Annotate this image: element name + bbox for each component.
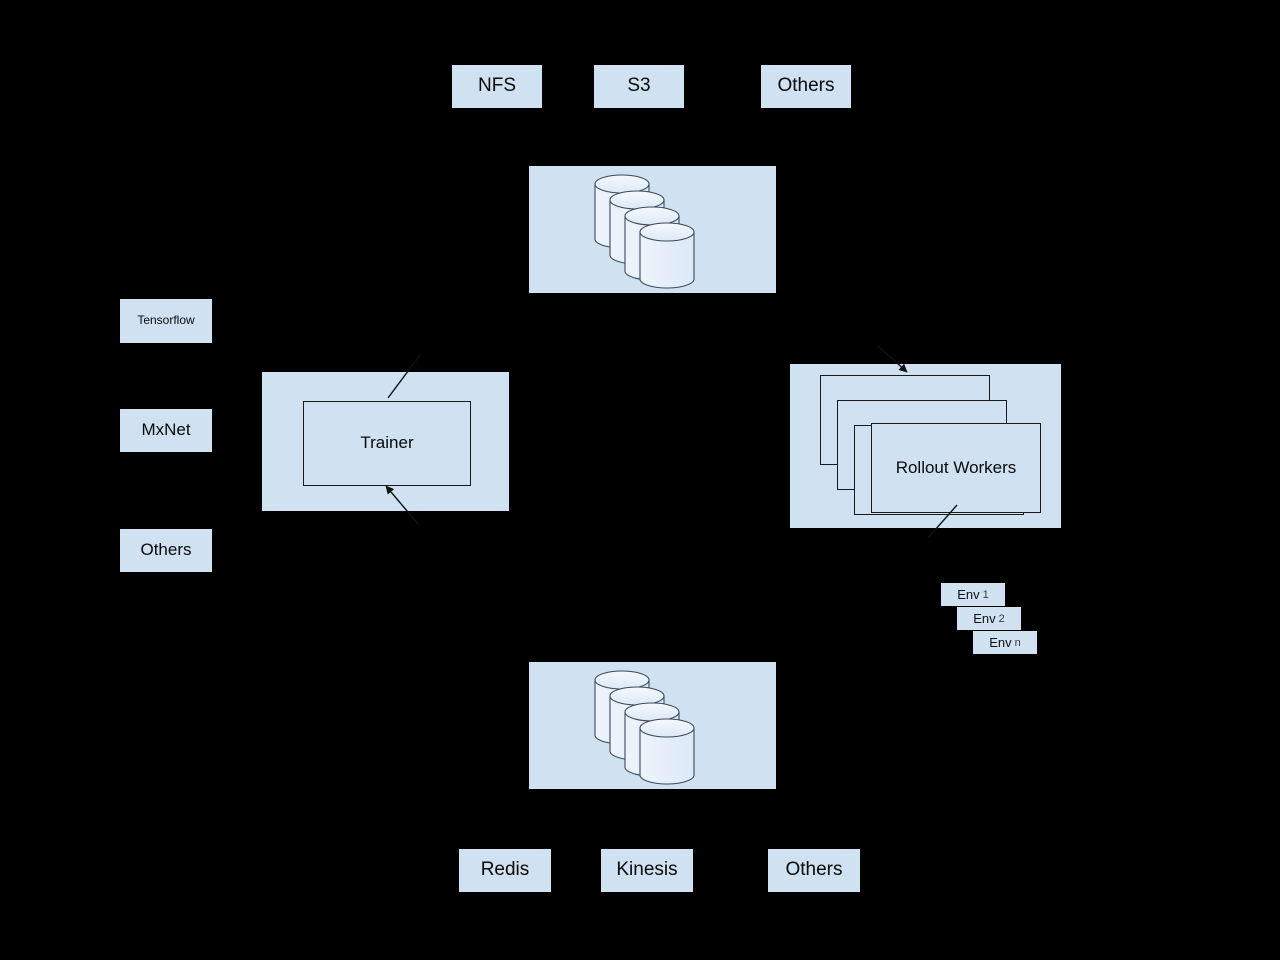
trainer-box[interactable]: Trainer <box>303 401 471 486</box>
storage-backend-s3-label: S3 <box>627 75 651 97</box>
trainer-label: Trainer <box>360 433 414 453</box>
env-box-1-label: Env <box>957 587 980 602</box>
storage-backend-others-label: Others <box>777 75 835 97</box>
framework-mxnet-label: MxNet <box>141 420 191 440</box>
rollout-workers-box[interactable]: Rollout Workers <box>871 423 1041 513</box>
env-box-2-label: Env <box>973 611 996 626</box>
trainer-panel: Trainer <box>262 372 509 511</box>
env-box-n-index: n <box>1014 636 1021 649</box>
env-box-n-label: Env <box>989 635 1012 650</box>
replay-buffer-panel <box>529 662 776 789</box>
framework-tensorflow[interactable]: Tensorflow <box>120 299 212 343</box>
model-store-panel <box>529 166 776 293</box>
env-box-2-index: 2 <box>998 612 1005 625</box>
rollout-workers-panel: Rollout Workers <box>790 364 1061 528</box>
env-box-n[interactable]: Env n <box>973 631 1037 654</box>
env-box-1[interactable]: Env 1 <box>941 583 1005 606</box>
queue-backend-redis-label: Redis <box>480 859 530 881</box>
queue-backend-others-label: Others <box>785 859 843 881</box>
queue-backend-others[interactable]: Others <box>768 849 860 892</box>
env-box-2[interactable]: Env 2 <box>957 607 1021 630</box>
framework-others-label: Others <box>140 540 192 560</box>
rollout-workers-label: Rollout Workers <box>895 457 1017 477</box>
framework-mxnet[interactable]: MxNet <box>120 409 212 452</box>
queue-backend-kinesis-label: Kinesis <box>616 859 678 881</box>
framework-others[interactable]: Others <box>120 529 212 572</box>
env-box-1-index: 1 <box>982 588 989 601</box>
storage-backend-nfs-label: NFS <box>478 75 516 97</box>
queue-backend-kinesis[interactable]: Kinesis <box>601 849 693 892</box>
queue-backend-redis[interactable]: Redis <box>459 849 551 892</box>
replay-buffer-cylinders <box>594 670 695 785</box>
storage-backend-s3[interactable]: S3 <box>594 65 684 108</box>
storage-backend-others[interactable]: Others <box>761 65 851 108</box>
storage-backend-nfs[interactable]: NFS <box>452 65 542 108</box>
framework-tensorflow-label: Tensorflow <box>137 313 195 328</box>
model-store-cylinders <box>594 174 695 289</box>
